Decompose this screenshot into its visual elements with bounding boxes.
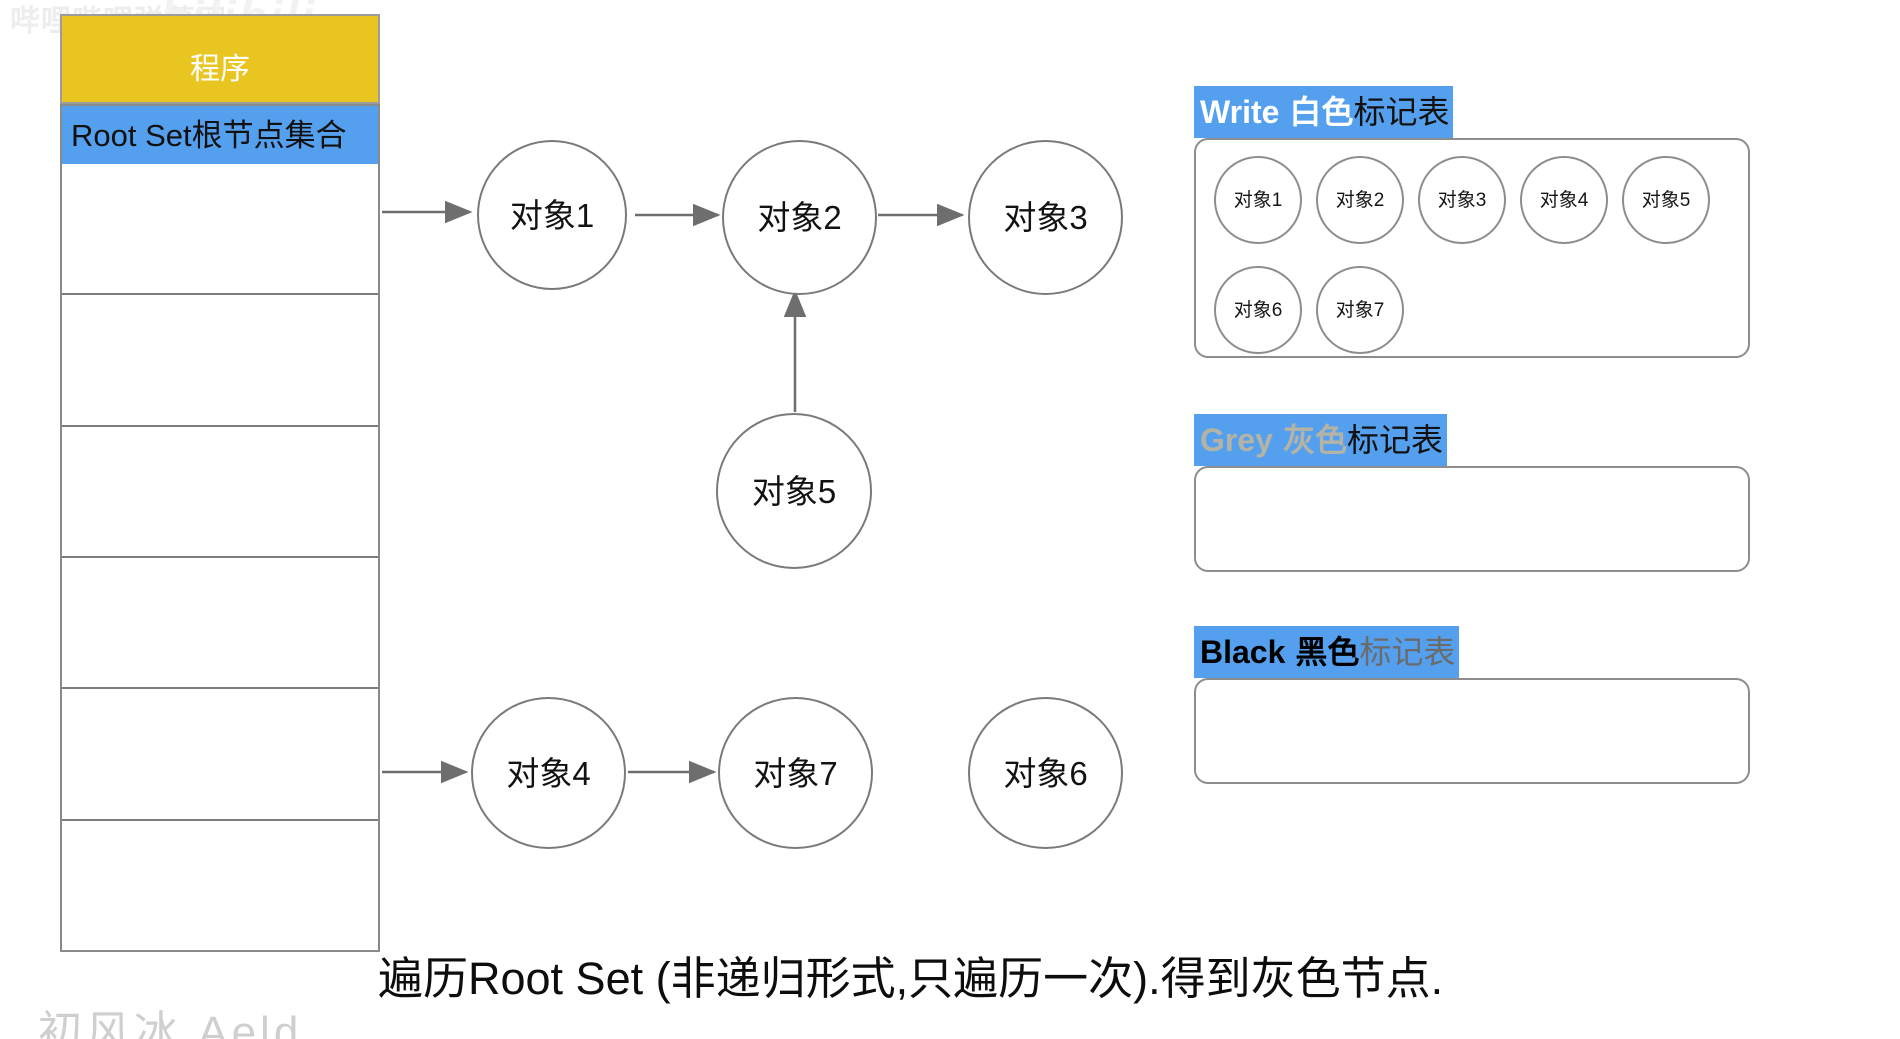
black-mark-table-body [1194,678,1750,784]
white-chip-label: 对象3 [1437,189,1487,211]
grey-mark-table-header: Grey 灰色 标记表 [1194,414,1447,466]
root-set-header-label: Root Set根节点集合 [71,117,347,153]
white-chip-label: 对象1 [1233,189,1283,211]
white-chip-label: 对象5 [1641,189,1691,211]
graph-node-label: 对象2 [757,199,842,236]
black-header-color-word: 黑色 [1295,634,1360,670]
graph-node-obj6[interactable]: 对象6 [968,697,1123,849]
root-set-row [62,558,378,690]
root-set-table: Root Set根节点集合 [60,104,380,952]
graph-node-obj5[interactable]: 对象5 [716,413,872,569]
white-chip[interactable]: 对象2 [1316,156,1404,244]
white-mark-table-body: 对象1 对象2 对象3 对象4 对象5 对象6 对象7 [1194,138,1750,358]
graph-node-label: 对象3 [1003,199,1088,236]
white-header-suffix: 标记表 [1353,94,1450,130]
white-chip-label: 对象4 [1539,189,1589,211]
graph-node-obj4[interactable]: 对象4 [471,697,626,849]
root-set-header: Root Set根节点集合 [62,106,378,164]
grey-header-suffix: 标记表 [1346,422,1443,458]
diagram-caption: 遍历Root Set (非递归形式,只遍历一次).得到灰色节点. [378,953,1444,1004]
graph-node-obj1[interactable]: 对象1 [477,140,627,290]
watermark-bottom-text: 初风冰 Aeld [38,1008,303,1039]
root-set-row [62,295,378,427]
graph-node-label: 对象7 [753,754,838,792]
white-header-en: Write [1200,94,1280,130]
white-chip[interactable]: 对象3 [1418,156,1506,244]
program-box: 程序 [60,14,380,104]
white-chip[interactable]: 对象5 [1622,156,1710,244]
root-set-rows [62,164,378,950]
graph-node-label: 对象5 [751,472,837,510]
white-chip-label: 对象7 [1335,299,1385,321]
root-set-row [62,427,378,558]
black-mark-table-header: Black 黑色 标记表 [1194,626,1460,678]
root-set-row [62,821,378,950]
graph-node-label: 对象1 [509,196,595,234]
white-header-color-word: 白色 [1289,94,1354,130]
program-box-label: 程序 [190,53,250,86]
white-chip-label: 对象6 [1233,299,1283,321]
root-set-row [62,689,378,821]
graph-node-label: 对象6 [1003,754,1088,792]
white-chip[interactable]: 对象1 [1214,156,1302,244]
graph-node-obj2[interactable]: 对象2 [722,140,877,295]
white-chip-label: 对象2 [1335,189,1385,211]
graph-node-obj7[interactable]: 对象7 [718,697,873,849]
grey-header-color-word: 灰色 [1282,422,1347,458]
white-chip[interactable]: 对象4 [1520,156,1608,244]
white-mark-table-header: Write 白色 标记表 [1194,86,1454,138]
white-chip[interactable]: 对象6 [1214,266,1302,354]
black-header-suffix: 标记表 [1359,634,1456,670]
root-set-row [62,164,378,296]
graph-node-obj3[interactable]: 对象3 [968,140,1123,295]
graph-node-label: 对象4 [506,754,591,792]
black-header-en: Black [1200,634,1286,670]
grey-header-en: Grey [1200,422,1273,458]
grey-mark-table-body [1194,466,1750,572]
white-chip[interactable]: 对象7 [1316,266,1404,354]
